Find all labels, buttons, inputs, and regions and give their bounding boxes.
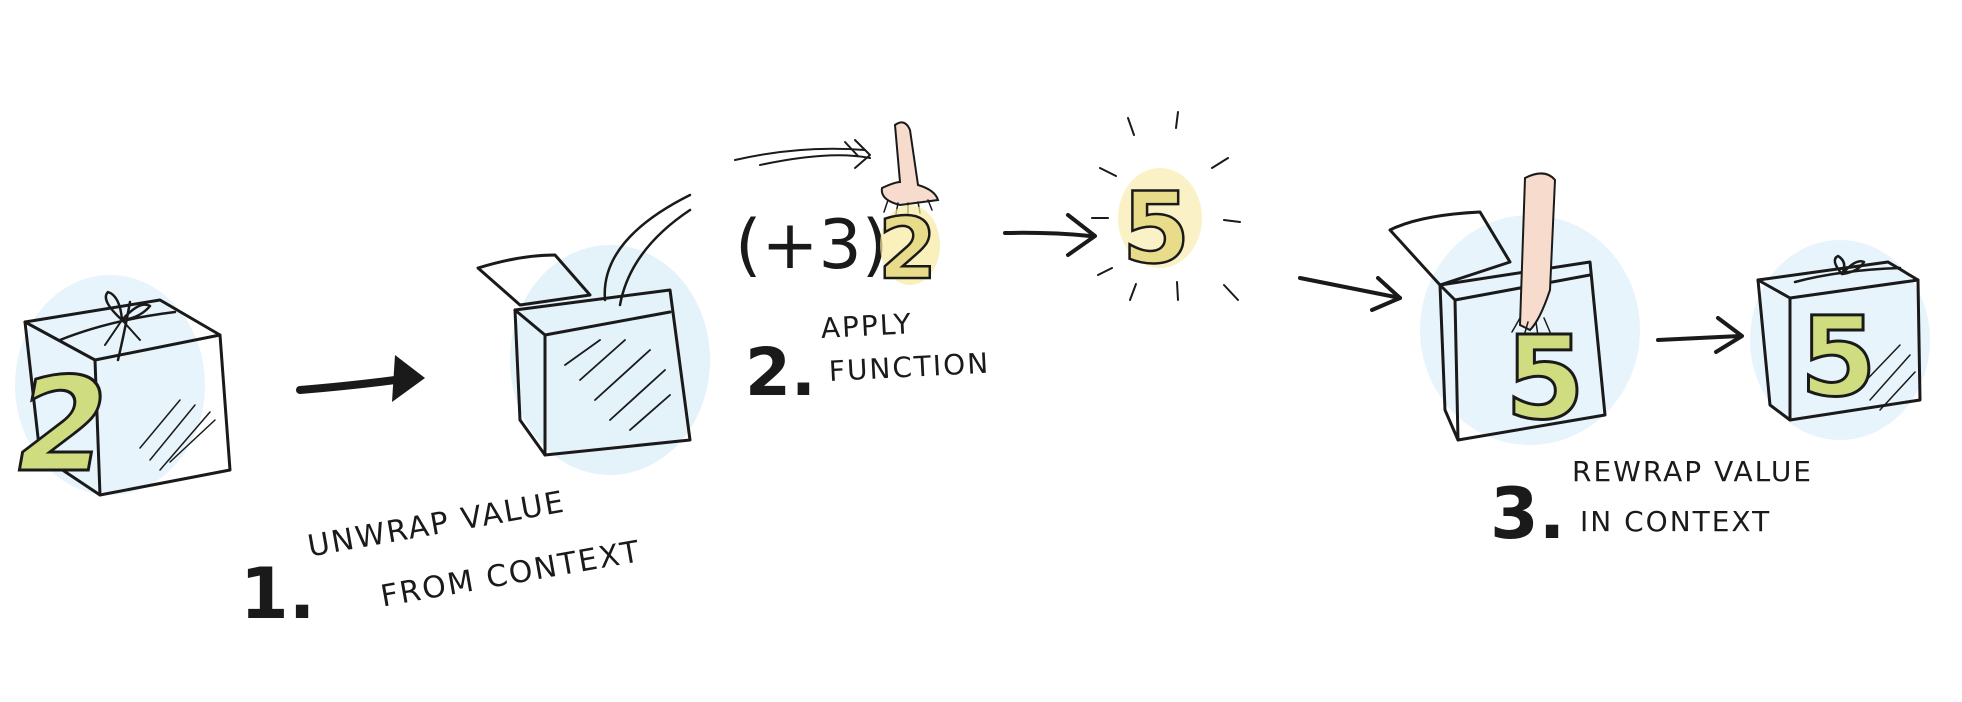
arrow-icon [1298, 276, 1402, 312]
step-3-number: 3. [1490, 473, 1565, 555]
open-box-icon [476, 193, 710, 475]
sparkle-icon: 5 [1091, 111, 1241, 301]
hand-icon [1511, 172, 1557, 337]
output-digit-1: 5 [1122, 172, 1190, 286]
arrow-icon [296, 355, 425, 402]
step-1-number: 1. [240, 553, 315, 635]
arrow-icon [1656, 316, 1744, 354]
output-digit-2: 5 [1505, 312, 1585, 446]
function-label: (+3) [735, 206, 888, 285]
step-3-line-2: IN CONTEXT [1580, 505, 1772, 538]
function-input-digit: 2 [878, 200, 937, 299]
output-digit-3: 5 [1800, 293, 1877, 421]
open-box-icon: 5 [1388, 172, 1640, 448]
wrapped-box-icon: 2 [2, 275, 232, 502]
hand-icon [880, 121, 940, 215]
step-3-line-1: REWRAP VALUE [1572, 455, 1813, 488]
step-2-number: 2. [745, 334, 816, 411]
arrow-icon [1003, 213, 1097, 257]
wrapped-box-icon: 5 [1750, 240, 1930, 440]
apply-function-group: (+3) 2 [734, 121, 940, 300]
step-2-line-1: APPLY [820, 307, 914, 345]
